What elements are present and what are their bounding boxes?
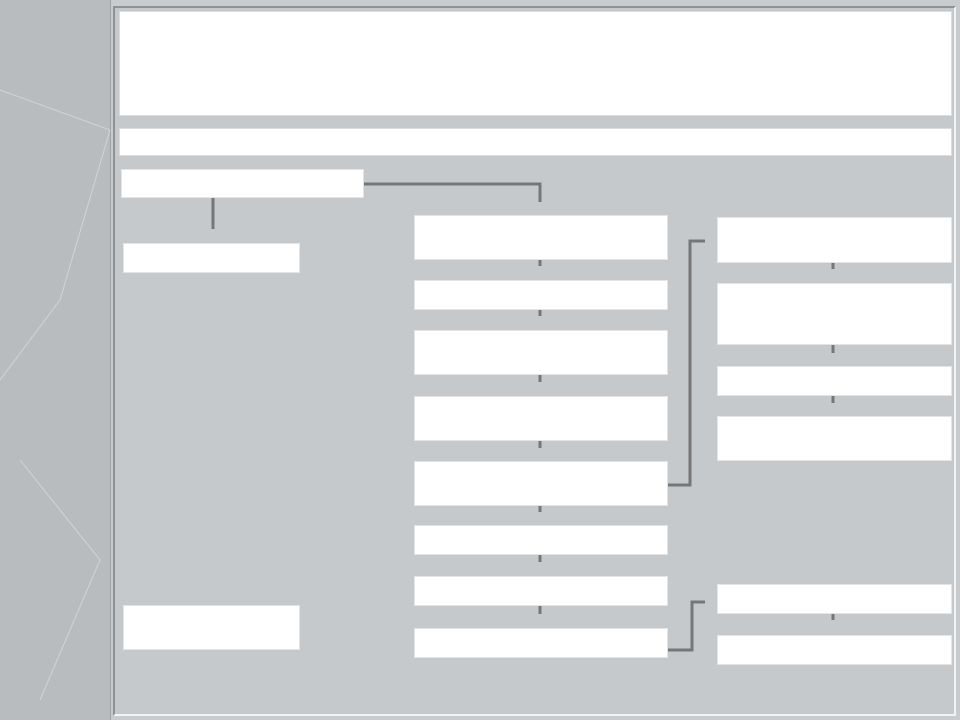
subtitle-box xyxy=(119,128,952,156)
left-node-bottom xyxy=(123,605,300,650)
right-node-5 xyxy=(717,584,952,614)
center-node-5 xyxy=(414,461,668,506)
root-node xyxy=(121,169,364,198)
left-sidebar-panel xyxy=(0,0,111,720)
center-node-7 xyxy=(414,576,668,606)
center-node-3 xyxy=(414,330,668,375)
center-node-2 xyxy=(414,280,668,310)
right-node-3 xyxy=(717,366,952,396)
right-node-2 xyxy=(717,283,952,345)
right-node-4 xyxy=(717,416,952,461)
center-node-6 xyxy=(414,525,668,555)
center-node-8 xyxy=(414,628,668,658)
title-box xyxy=(119,11,952,116)
center-node-1 xyxy=(414,215,668,260)
right-node-6 xyxy=(717,635,952,665)
right-node-1 xyxy=(717,217,952,263)
connector-root-center xyxy=(364,182,542,202)
connector-bracket-upper xyxy=(668,239,705,487)
center-node-4 xyxy=(414,396,668,441)
left-node-top xyxy=(123,243,300,273)
connector-bracket-lower xyxy=(668,600,705,652)
